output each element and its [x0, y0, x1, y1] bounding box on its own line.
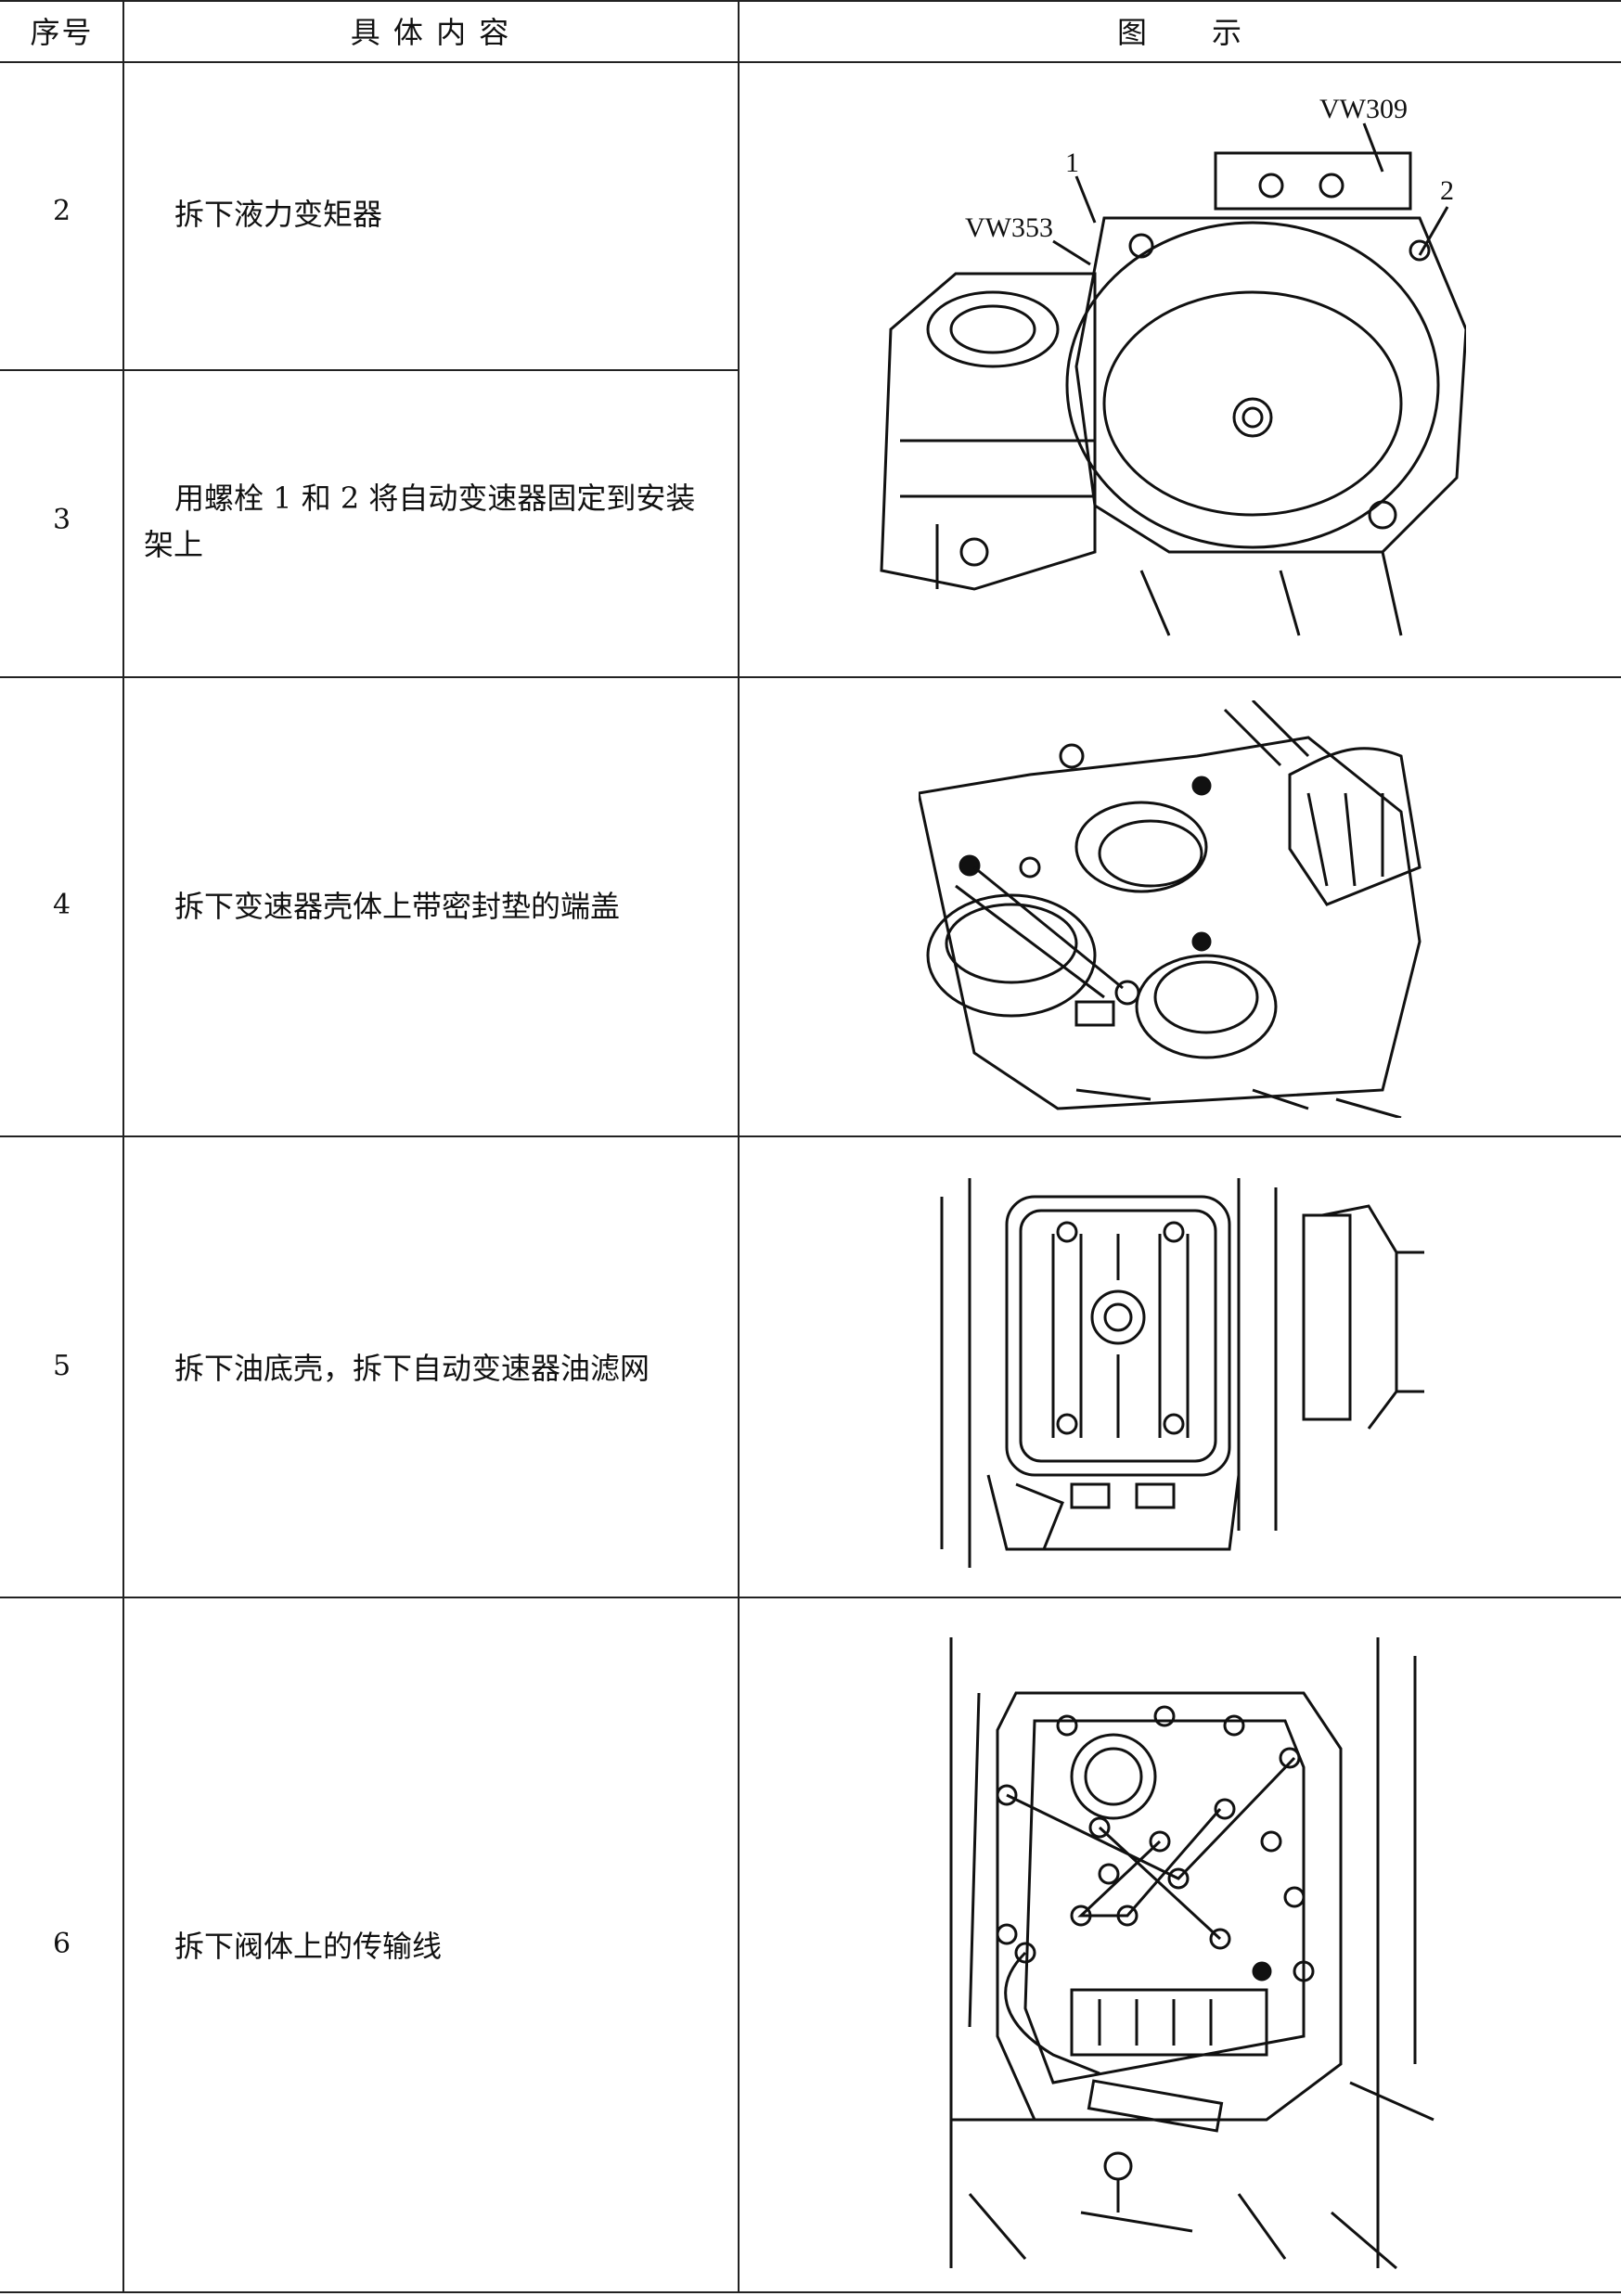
- row-content: 拆下油底壳，拆下自动变速器油滤网: [174, 1351, 650, 1386]
- row-divider: [0, 676, 1621, 678]
- row-content: 拆下阀体上的传输线: [174, 1929, 443, 1964]
- row-content: 拆下液力变矩器: [174, 197, 383, 232]
- oil-pan-filter-figure: [933, 1178, 1424, 1568]
- header-col-figure: 图 示: [1116, 15, 1243, 50]
- row-number: 6: [52, 1928, 71, 1960]
- row-divider: [0, 1597, 1621, 1598]
- end-cover-figure: [917, 699, 1438, 1120]
- callout-label: VW309: [1319, 94, 1408, 124]
- row-number: 5: [52, 1350, 71, 1382]
- row-content: 用螺栓 1 和 2 将自动变速器固定到安装架上: [144, 481, 696, 562]
- row-number: 2: [52, 195, 71, 227]
- header-bottom-border: [0, 61, 1621, 63]
- callout-label: VW353: [965, 212, 1053, 243]
- table-bottom-border: [0, 2291, 1621, 2293]
- callout-label: 1: [1065, 148, 1079, 178]
- column-divider: [122, 0, 124, 2293]
- callout-label: 2: [1440, 175, 1454, 206]
- header-col-content: 具 体 内 容: [350, 15, 511, 50]
- header-col-number: 序号: [30, 15, 94, 50]
- row-number: 3: [52, 504, 71, 536]
- row-content: 拆下变速器壳体上带密封垫的端盖: [174, 889, 621, 924]
- valve-body-figure: [914, 1637, 1452, 2277]
- column-divider: [738, 0, 740, 2293]
- row-divider: [0, 369, 740, 371]
- transmission-housing-figure: VW309 1 2 VW353: [863, 88, 1468, 645]
- row-divider: [0, 1135, 1621, 1137]
- table-top-border: [0, 0, 1621, 2]
- row-number: 4: [52, 889, 71, 921]
